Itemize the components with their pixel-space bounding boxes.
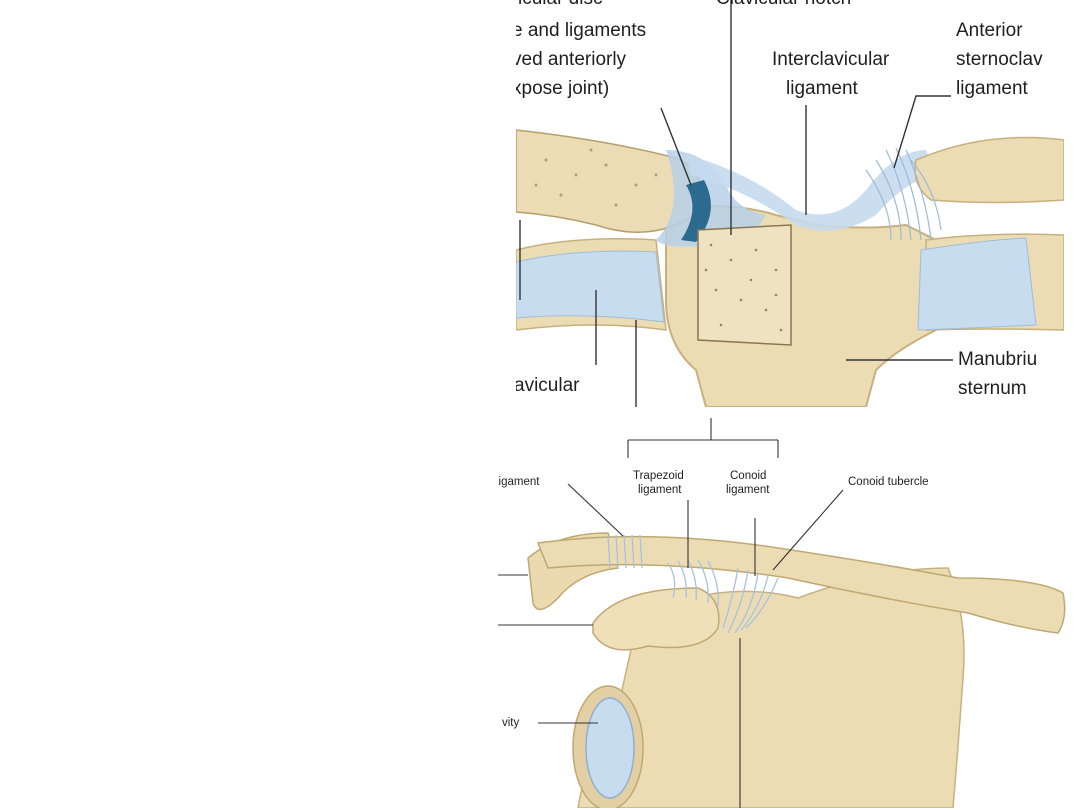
bottom-leader-lines xyxy=(498,418,844,808)
label-articular-line2: ved anteriorly xyxy=(516,49,627,70)
label-articular-line3: xpose joint) xyxy=(516,78,610,99)
acromioclavicular-ligament-fibers xyxy=(607,534,643,569)
bone-texture-window xyxy=(704,243,783,332)
anterior-sc-ligament-fibers xyxy=(865,147,942,241)
shoulder-illustration xyxy=(498,418,1066,808)
label-avicular-partial: avicular xyxy=(516,375,580,396)
costal-cartilage-left xyxy=(516,250,665,323)
label-articular-disc-partial: icular disc xyxy=(518,0,602,10)
sternoclavicular-illustration xyxy=(516,0,1064,407)
left-capsule-ligament xyxy=(656,150,766,247)
costal-cartilage-right xyxy=(917,237,1037,331)
label-manubrium-line2: sternum xyxy=(958,378,1027,399)
glenoid-cavity xyxy=(585,697,635,799)
label-conoid-tubercle: Conoid tubercle xyxy=(848,476,929,488)
label-anterior-line3: ligament xyxy=(956,78,1028,99)
articular-disc xyxy=(681,180,711,242)
label-anterior-line2: sternoclav xyxy=(956,49,1043,70)
clavicle xyxy=(536,535,1066,634)
label-manubrium-line1: Manubriu xyxy=(958,349,1038,370)
bone-texture-left xyxy=(534,148,658,207)
sternoclavicular-joint-figure: icular disc e and ligaments ved anterior… xyxy=(516,0,1064,407)
label-glenoid-partial: vity xyxy=(502,717,520,729)
label-ligament-left: ligament xyxy=(498,476,540,488)
label-trapezoid-line1: Trapezoid xyxy=(633,470,684,482)
coracoclavicular-figure: ligament Trapezoid ligament Conoid ligam… xyxy=(498,418,1078,808)
top-leader-lines xyxy=(519,0,953,407)
label-interclavicular-line2: ligament xyxy=(786,78,858,99)
right-clavicle xyxy=(914,136,1064,204)
label-articular-line1: e and ligaments xyxy=(516,20,647,41)
label-conoid-line1: Conoid xyxy=(730,470,767,482)
manubrium-cut-window xyxy=(697,224,792,346)
conoid-ligament-fibers xyxy=(722,567,779,634)
label-clavicular-notch-partial: Clavicular notch xyxy=(716,0,851,10)
label-conoid-line2: ligament xyxy=(726,484,770,496)
label-trapezoid-line2: ligament xyxy=(638,484,682,496)
interclavicular-ligament xyxy=(686,150,936,231)
label-anterior-line1: Anterior xyxy=(956,20,1023,41)
label-interclavicular-line1: Interclavicular xyxy=(772,49,890,70)
trapezoid-ligament-fibers xyxy=(667,559,719,607)
coracoid-process xyxy=(592,587,720,651)
